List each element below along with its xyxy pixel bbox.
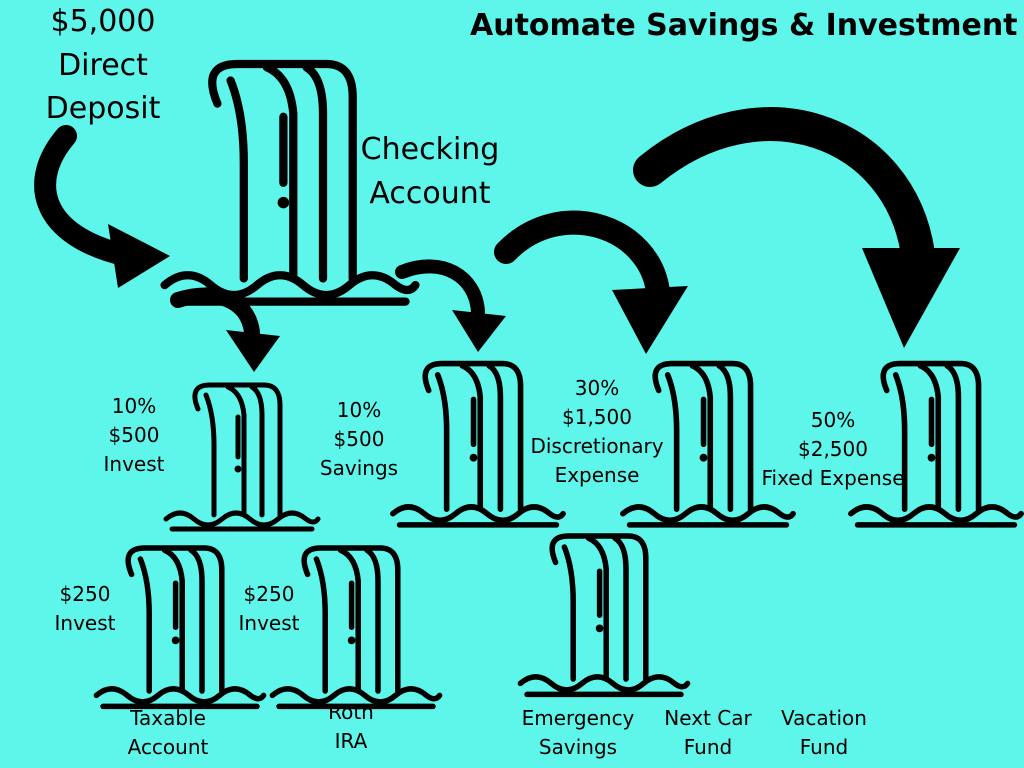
arrow-icon-to-savings xyxy=(395,259,506,352)
arrow-icon-to-discretionary xyxy=(494,210,688,354)
waterfall-icon-invest xyxy=(166,385,318,529)
page-title: Automate Savings & Investment xyxy=(470,8,1018,43)
arrow-icon-deposit xyxy=(34,125,170,288)
arrow-icon-to-invest xyxy=(170,287,280,372)
arrow-icon-to-fixed xyxy=(633,107,960,348)
waterfall-icon-emergency xyxy=(520,536,687,694)
